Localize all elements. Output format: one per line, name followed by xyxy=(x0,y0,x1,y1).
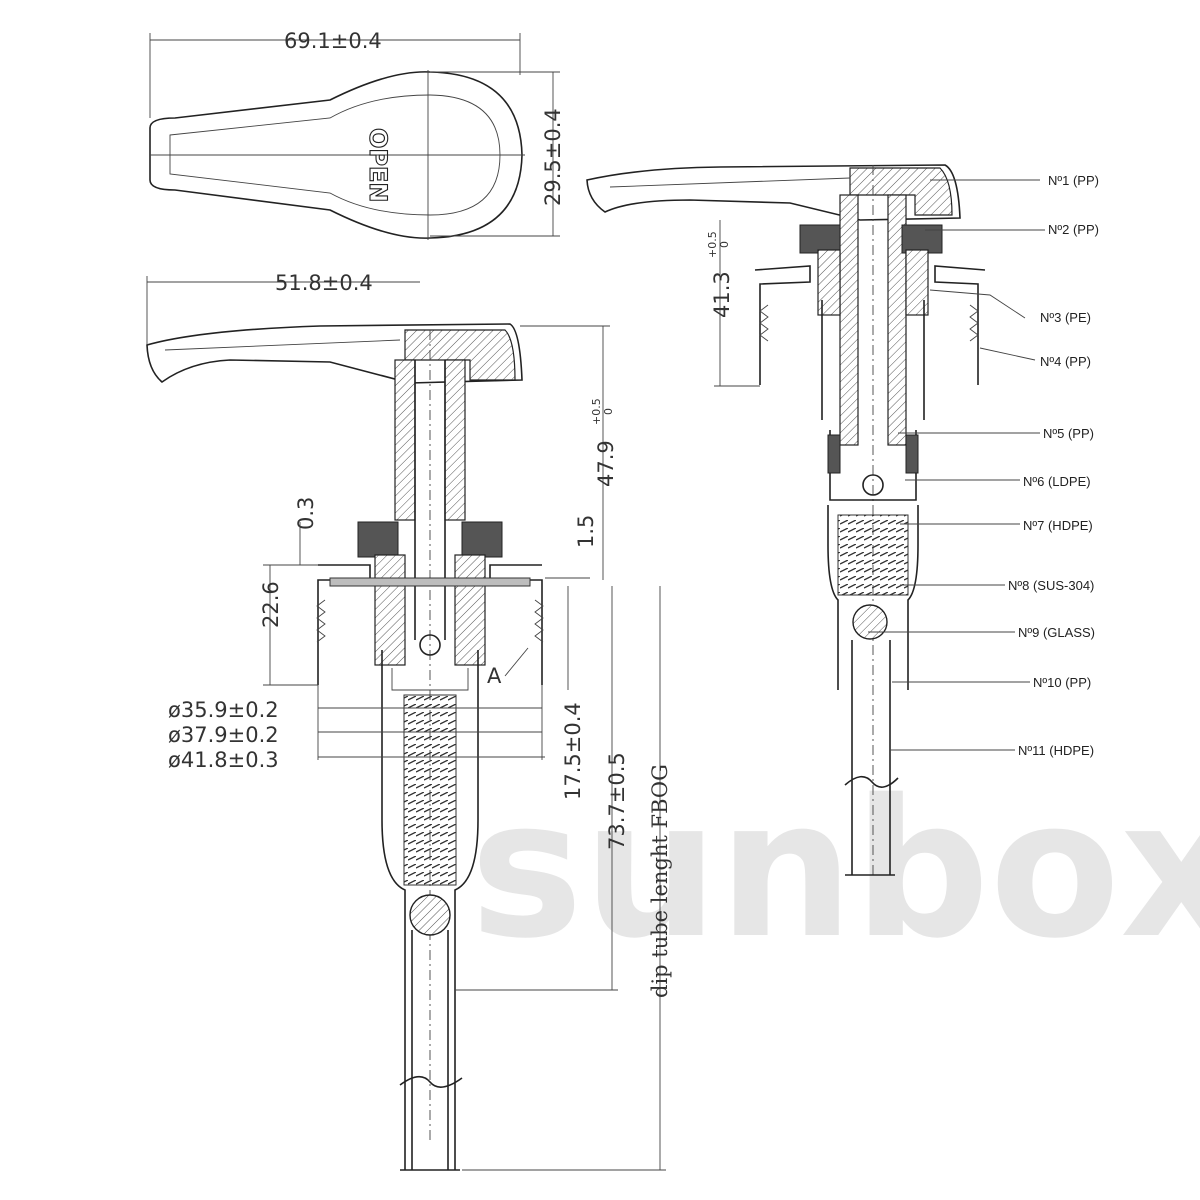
part-label-6: Nº6 (LDPE) xyxy=(1023,474,1091,489)
front-thread-right xyxy=(534,599,544,643)
part-label-2: Nº2 (PP) xyxy=(1048,222,1099,237)
exp-housing xyxy=(821,300,925,420)
exp-thread-right xyxy=(969,304,979,342)
section-mark-a: A xyxy=(487,664,502,688)
front-piston-ball xyxy=(419,634,441,656)
dim-41-3-tol: +0.5 xyxy=(706,231,719,258)
exp-actuator-hatch xyxy=(849,167,953,216)
front-pump-body xyxy=(381,650,479,1170)
front-gasket-right xyxy=(454,554,486,666)
dim-17-label: 17.5±0.4 xyxy=(561,702,585,800)
exp-neck-right xyxy=(934,265,986,385)
dim-47-tol-low: 0 xyxy=(602,408,615,415)
part-label-7: Nº7 (HDPE) xyxy=(1023,518,1093,533)
front-neck-liner xyxy=(329,577,531,587)
part-label-9: Nº9 (GLASS) xyxy=(1018,625,1095,640)
dim-41-3-tol-low: 0 xyxy=(718,241,731,248)
front-spring xyxy=(403,694,457,886)
dim-47-tol: +0.5 xyxy=(590,398,603,425)
exp-spring xyxy=(837,514,909,596)
front-cap-left xyxy=(357,521,399,558)
dim-15-label: 1.5 xyxy=(574,515,598,548)
front-glass-ball xyxy=(409,894,451,936)
exp-gasket-left xyxy=(817,249,841,316)
exp-stem-right xyxy=(887,194,907,446)
front-piston xyxy=(391,668,469,691)
front-actuator-channel xyxy=(164,339,401,351)
exp-stem-left xyxy=(839,194,859,446)
dim-69-label: 69.1±0.4 xyxy=(284,29,382,53)
exp-glass-ball xyxy=(852,604,888,640)
exp-pump-body xyxy=(827,505,919,690)
front-actuator-hatch xyxy=(404,329,516,381)
exp-cap-right xyxy=(901,224,943,254)
exploded-view: 41.3 +0.5 0 Nº1 (PP) Nº2 (PP) Nº3 (PE) N… xyxy=(586,164,1099,876)
dim-37-label: ø37.9±0.2 xyxy=(168,723,279,747)
dim-03-label: 0.3 xyxy=(294,497,318,530)
part-label-4: Nº4 (PP) xyxy=(1040,354,1091,369)
part-label-5: Nº5 (PP) xyxy=(1043,426,1094,441)
part-label-11: Nº11 (HDPE) xyxy=(1018,743,1094,758)
front-gasket-left xyxy=(374,554,406,666)
dim-51-label: 51.8±0.4 xyxy=(275,271,373,295)
front-view: 51.8±0.4 47.9 +0.5 0 0.3 22.6 1.5 ø35.9±… xyxy=(146,271,672,1171)
front-stem-left xyxy=(394,359,416,521)
front-stem-right xyxy=(444,359,466,521)
exp-actuator-channel xyxy=(609,177,851,188)
dim-73-label: 73.7±0.5 xyxy=(605,752,629,850)
exp-neck-left xyxy=(754,265,811,385)
dim-41-label: ø41.8±0.3 xyxy=(168,748,279,772)
top-view: OPEN 69.1±0.4 29.5±0.4 xyxy=(149,29,565,240)
exp-seal-left xyxy=(827,434,841,474)
dim-35-label: ø35.9±0.2 xyxy=(168,698,279,722)
leader-part-4 xyxy=(979,347,1036,361)
exp-actuator xyxy=(586,164,961,221)
exp-cap-left xyxy=(799,224,841,254)
exp-tube-break xyxy=(844,775,899,788)
front-cap-right xyxy=(461,521,503,558)
part-label-8: Nº8 (SUS-304) xyxy=(1008,578,1094,593)
part-label-1: Nº1 (PP) xyxy=(1048,173,1099,188)
part-label-3: Nº3 (PE) xyxy=(1040,310,1091,325)
section-mark-leader xyxy=(504,647,529,677)
exp-gasket-right xyxy=(905,249,929,316)
part-label-10: Nº10 (PP) xyxy=(1033,675,1091,690)
dim-47-label: 47.9 xyxy=(594,440,618,487)
exp-piston-ball xyxy=(862,474,884,496)
front-thread-left xyxy=(316,599,326,643)
watermark-text: sunbox xyxy=(470,759,1200,980)
exp-thread-left xyxy=(759,304,769,342)
front-tube-break xyxy=(399,1075,463,1088)
open-embossing: OPEN xyxy=(364,128,392,202)
dim-22-label: 22.6 xyxy=(259,581,283,628)
dim-29-label: 29.5±0.4 xyxy=(541,108,565,206)
dim-41-3-label: 41.3 xyxy=(710,271,734,318)
front-actuator xyxy=(146,323,523,384)
leader-part-3 xyxy=(929,289,1026,319)
dip-tube-label: dip tube lenght FBOG xyxy=(648,764,672,998)
exp-seal-right xyxy=(905,434,919,474)
